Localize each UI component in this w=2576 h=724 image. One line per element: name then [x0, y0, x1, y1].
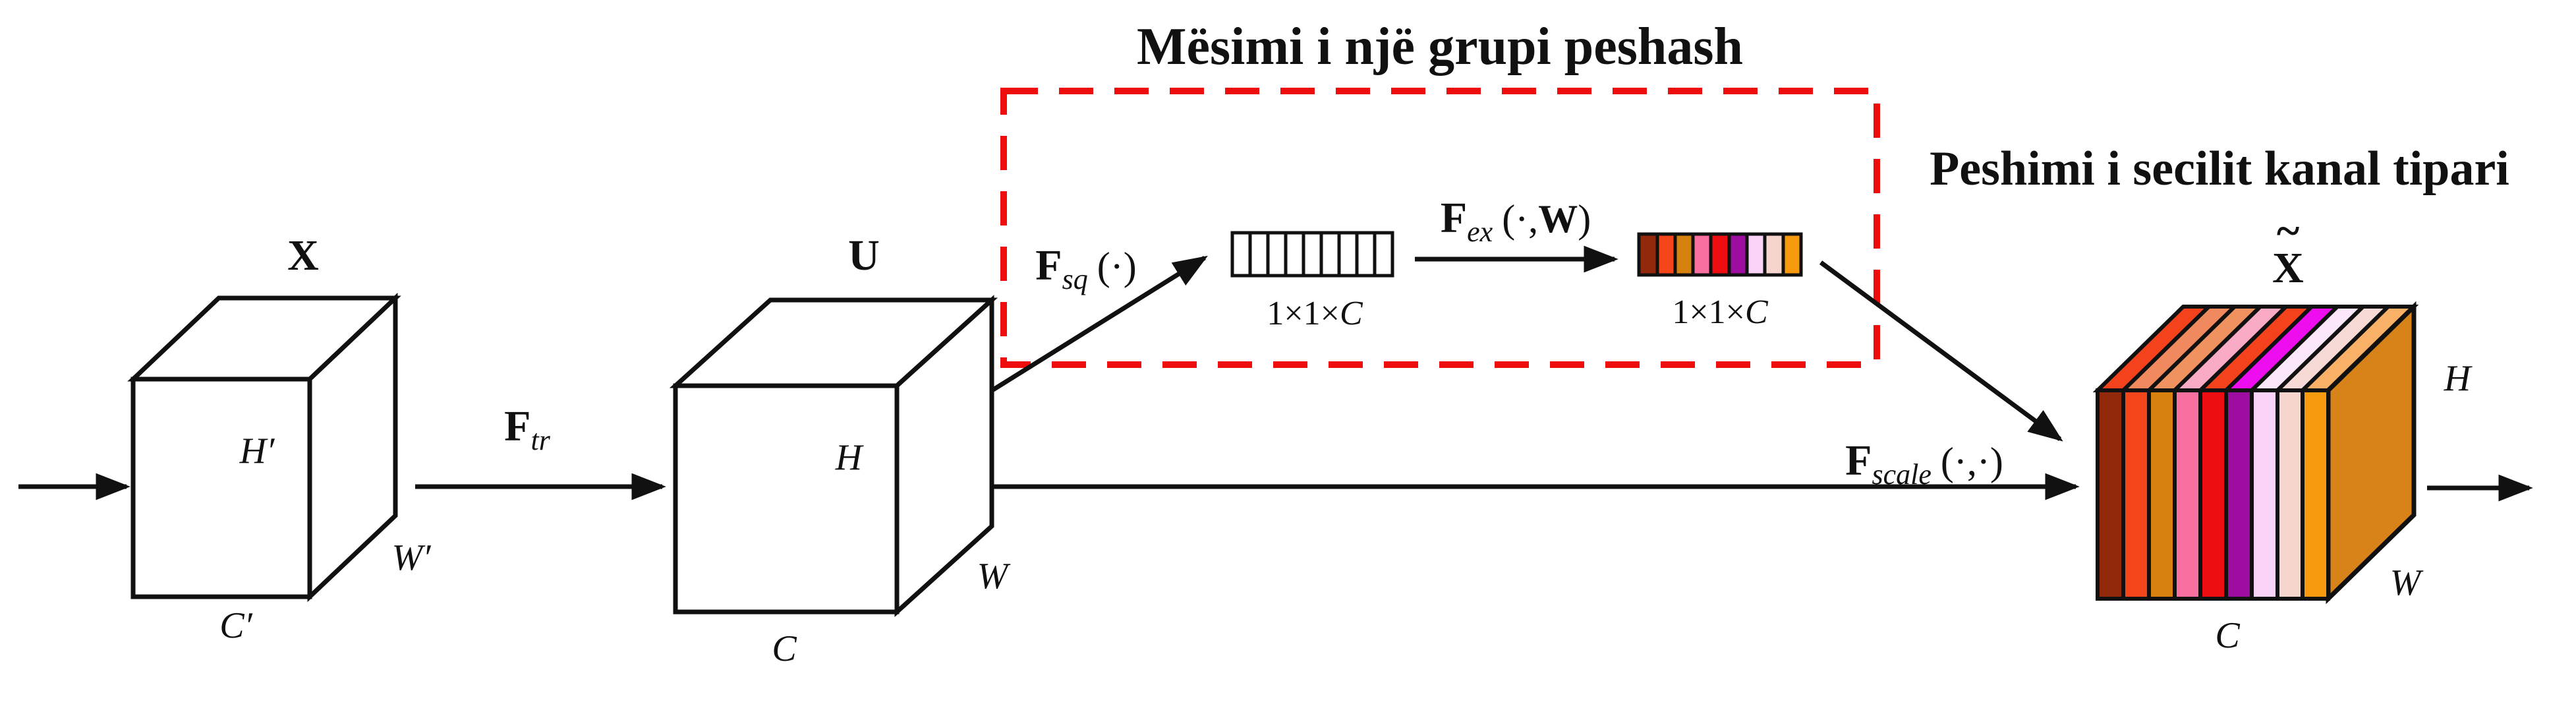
tensor-xtilde-label: ~X — [2272, 207, 2304, 292]
recalibration-arrow — [1819, 260, 2063, 442]
op-excitation-label: Fex(·,W) — [1441, 194, 1591, 248]
tensor-u-height-label: H — [835, 437, 864, 478]
squeezed-vector — [1230, 231, 1394, 278]
tensor-xtilde-channels-label: C — [2215, 615, 2240, 656]
weights-learning-dashed-box — [1000, 88, 1880, 368]
excited-vector — [1637, 232, 1803, 277]
squeeze-arrow — [976, 255, 1208, 402]
excited-vector-dims: 1×1×C — [1672, 293, 1769, 331]
tensor-xtilde-cube — [2092, 301, 2419, 605]
tensor-x-height-label: H′ — [239, 431, 275, 471]
squeezed-vector-dims: 1×1×C — [1267, 295, 1363, 332]
tensor-u-width-label: W — [977, 556, 1011, 597]
tensor-x-channels-label: C′ — [219, 605, 252, 646]
op-scale-label: Fscale(·,·) — [1845, 437, 2003, 491]
channel-weighting-title: Peshimi i secilit kanal tipari — [1930, 142, 2509, 196]
op-squeeze-label: Fsq(·) — [1035, 241, 1136, 295]
tensor-xtilde-height-label: H — [2444, 358, 2473, 399]
tensor-x-cube — [127, 292, 401, 603]
tensor-x-label: X — [287, 231, 319, 280]
tensor-u-channels-label: C — [772, 628, 797, 669]
group-learning-title: Mësimi i një grupi peshash — [1137, 18, 1743, 76]
tensor-x-width-label: W′ — [392, 537, 432, 578]
tensor-u-cube — [669, 295, 998, 617]
tensor-u-label: U — [848, 231, 880, 280]
tensor-xtilde-width-label: W — [2390, 562, 2424, 603]
op-transform-label: Ftr — [504, 402, 551, 456]
